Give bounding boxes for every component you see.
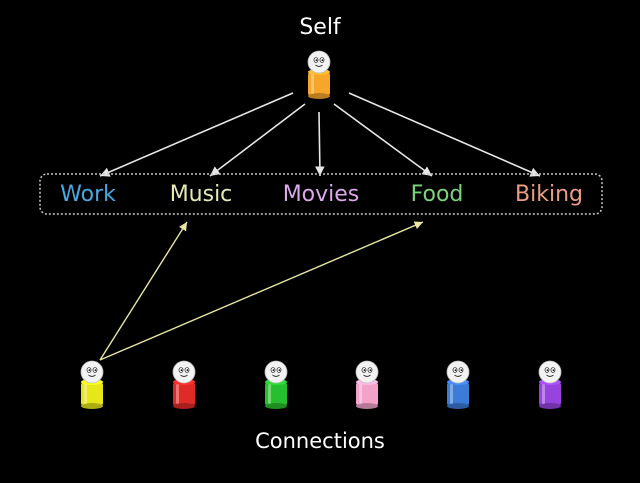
person-highlight (176, 384, 179, 404)
connection-person-5 (446, 360, 470, 409)
person-smile (180, 374, 188, 377)
connection-person-3 (264, 360, 288, 409)
self-title: Self (299, 15, 342, 40)
connection-person-4 (355, 360, 379, 409)
person-pupil (546, 369, 549, 372)
interest-label-food: Food (411, 182, 464, 207)
person-pupil (454, 369, 457, 372)
arrow-self-to-food (333, 103, 433, 177)
person-head (446, 360, 470, 384)
person-head (538, 360, 562, 384)
person-base (356, 403, 378, 409)
person-body (265, 382, 287, 406)
person-smile (546, 374, 554, 377)
connections-group (80, 360, 562, 409)
person-smile (454, 374, 462, 377)
person-pupil (363, 369, 366, 372)
person-base (265, 403, 287, 409)
person-highlight (359, 384, 362, 404)
person-pupil (460, 369, 463, 372)
person-body (447, 382, 469, 406)
person-base (308, 93, 330, 99)
interests-box (39, 173, 603, 215)
person-highlight (450, 384, 453, 404)
connection-person-1 (80, 360, 104, 409)
person-base (447, 403, 469, 409)
interest-label-work: Work (60, 182, 116, 207)
interest-label-music: Music (170, 182, 233, 207)
self-arrows (99, 92, 541, 177)
person-pupil (186, 369, 189, 372)
person-pupil (315, 59, 318, 62)
person-body (173, 382, 195, 406)
person-pupil (94, 369, 97, 372)
person-pupil (278, 369, 281, 372)
person-base (173, 403, 195, 409)
connection-arrows (99, 221, 424, 361)
person-highlight (311, 74, 314, 94)
interest-label-movies: Movies (283, 182, 360, 207)
connection-person-2 (172, 360, 196, 409)
person-pupil (321, 59, 324, 62)
person-head (355, 360, 379, 384)
person-pupil (369, 369, 372, 372)
self-person-icon (307, 50, 331, 99)
person-smile (315, 64, 323, 67)
connection-person-6 (538, 360, 562, 409)
person-smile (88, 374, 96, 377)
arrow-connection-1-to-music (99, 221, 188, 361)
person-smile (272, 374, 280, 377)
person-base (539, 403, 561, 409)
person-body (356, 382, 378, 406)
person-highlight (268, 384, 271, 404)
person-highlight (84, 384, 87, 404)
interests-group: Work Music Movies Food Biking (60, 182, 583, 207)
connections-label: Connections (255, 429, 385, 453)
person-body (539, 382, 561, 406)
person-body (308, 72, 330, 96)
person-pupil (552, 369, 555, 372)
person-head (264, 360, 288, 384)
person-head (172, 360, 196, 384)
person-pupil (272, 369, 275, 372)
interest-label-biking: Biking (515, 182, 583, 207)
arrow-connection-1-to-food (99, 221, 424, 361)
person-base (81, 403, 103, 409)
arrow-self-to-biking (348, 92, 541, 177)
person-pupil (180, 369, 183, 372)
arrow-self-to-movies (315, 111, 325, 177)
person-pupil (88, 369, 91, 372)
person-smile (363, 374, 371, 377)
arrow-self-to-work (99, 92, 294, 177)
person-highlight (542, 384, 545, 404)
self-person (307, 50, 331, 99)
person-head (80, 360, 104, 384)
arrow-self-to-music (209, 103, 306, 177)
person-head (307, 50, 331, 74)
person-body (81, 382, 103, 406)
